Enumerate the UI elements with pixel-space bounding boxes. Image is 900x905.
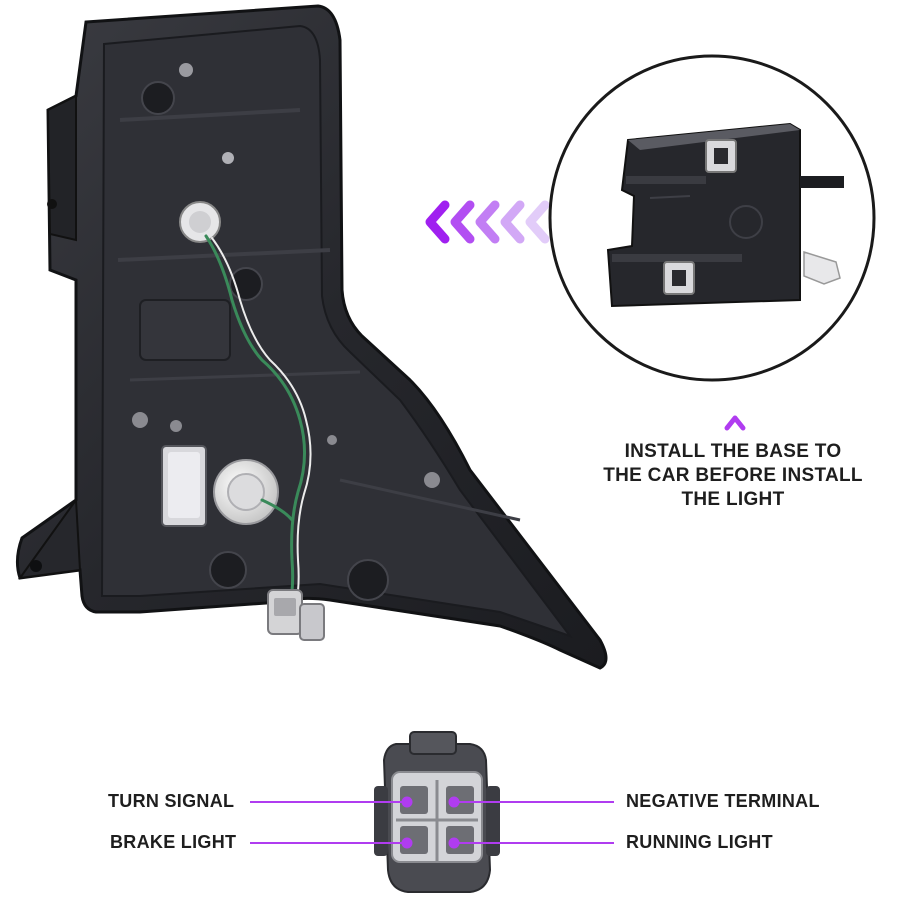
direction-arrows-icon bbox=[425, 200, 550, 244]
mounting-base-detail-inset bbox=[548, 54, 876, 382]
plug-connector bbox=[267, 589, 325, 641]
wire-harness bbox=[204, 234, 312, 606]
tail-light-housing bbox=[15, 4, 608, 670]
turn-signal-label: TURN SIGNAL bbox=[108, 791, 235, 811]
brake-light-label: BRAKE LIGHT bbox=[110, 832, 237, 852]
running-light-label: RUNNING LIGHT bbox=[626, 832, 773, 852]
caret-up-icon bbox=[724, 415, 746, 431]
bulb-socket-lower bbox=[213, 459, 279, 525]
install-note-line-1: INSTALL THE BASE TO bbox=[624, 441, 842, 462]
bulb-socket-upper bbox=[179, 201, 221, 243]
install-instruction-text: INSTALL THE BASE TO THE CAR BEFORE INSTA… bbox=[588, 440, 878, 512]
connector-diagram bbox=[374, 731, 500, 893]
mounting-screw bbox=[132, 63, 440, 601]
install-note-line-2: THE CAR BEFORE INSTALL bbox=[603, 465, 863, 486]
install-note-line-3: THE LIGHT bbox=[681, 489, 785, 510]
negative-terminal-label: NEGATIVE TERMINAL bbox=[626, 791, 820, 811]
pin-leader-lines bbox=[250, 796, 614, 849]
